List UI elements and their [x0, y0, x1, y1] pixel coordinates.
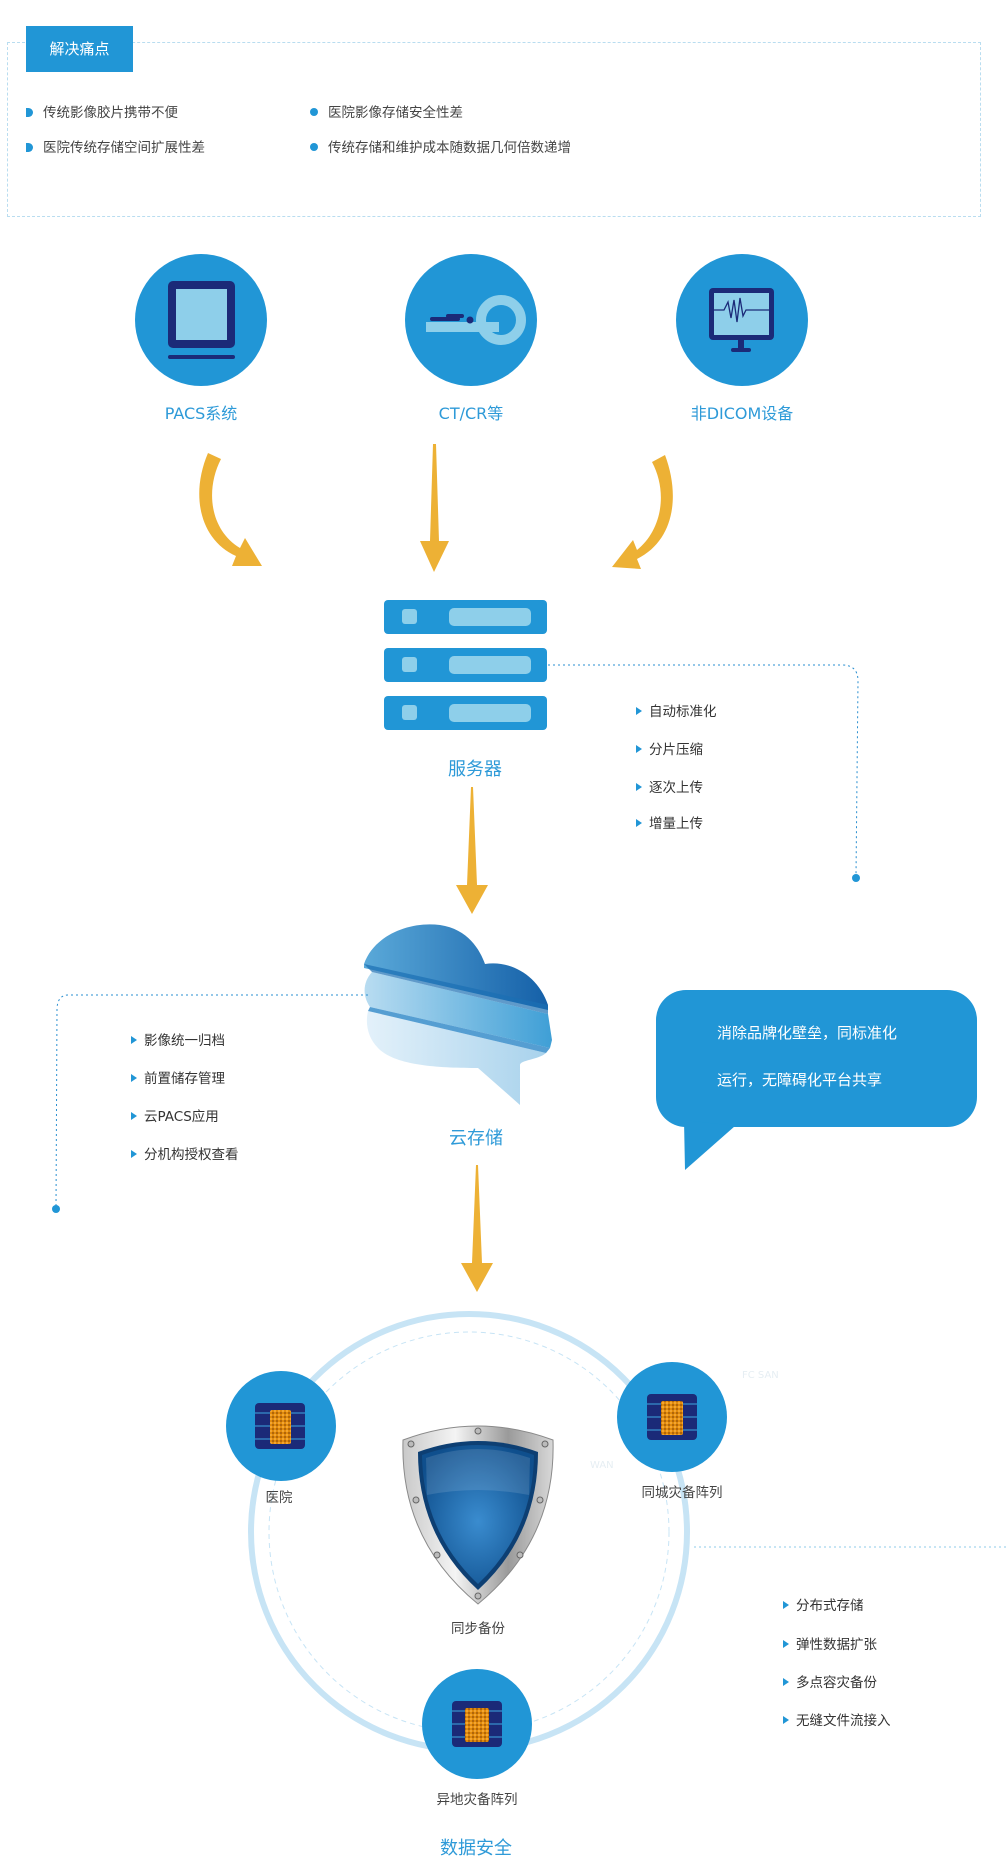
feature-text: 多点容灾备份	[796, 1675, 877, 1691]
feature-text: 逐次上传	[649, 780, 703, 796]
wan-link-label: WAN	[590, 1460, 614, 1471]
triangle-bullet-icon	[783, 1640, 789, 1648]
same-city-backup-label: 同城灾备阵列	[641, 1485, 723, 1501]
ct-scanner-icon	[426, 295, 526, 345]
bullet-icon	[310, 108, 318, 116]
cloud-feature-item: 影像统一归档	[131, 1033, 225, 1049]
triangle-bullet-icon	[131, 1036, 137, 1044]
server-label: 服务器	[448, 759, 502, 780]
storage-chip-icon	[255, 1403, 305, 1449]
bullet-icon	[26, 107, 33, 117]
curved-arrow-right	[612, 455, 673, 569]
storage-chip-icon	[452, 1701, 502, 1747]
cloud-feature-item: 前置储存管理	[131, 1071, 225, 1087]
speech-bubble	[656, 990, 977, 1170]
hospital-label: 医院	[265, 1490, 293, 1506]
cloud-connector	[52, 994, 368, 1213]
server-connector	[548, 664, 860, 882]
pain-point-text: 医院影像存储安全性差	[328, 105, 463, 121]
feature-text: 增量上传	[649, 816, 703, 832]
triangle-bullet-icon	[636, 819, 642, 827]
security-feature-item: 弹性数据扩张	[783, 1637, 877, 1653]
triangle-bullet-icon	[783, 1716, 789, 1724]
ct-node	[405, 254, 537, 386]
bubble-text-line: 运行，无障碍化平台共享	[717, 1071, 883, 1089]
remote-backup-node	[422, 1669, 532, 1779]
feature-text: 自动标准化	[649, 704, 717, 720]
monitor-icon	[168, 281, 235, 359]
connector-dot	[852, 874, 860, 882]
curved-arrow-left	[199, 453, 262, 566]
server-feature-item: 自动标准化	[636, 704, 717, 720]
feature-text: 分片压缩	[649, 742, 703, 758]
non-dicom-label: 非DICOM设备	[690, 404, 794, 423]
feature-text: 分布式存储	[796, 1598, 864, 1614]
security-feature-item: 无缝文件流接入	[783, 1713, 891, 1729]
triangle-bullet-icon	[783, 1678, 789, 1686]
pain-points-tag: 解决痛点	[26, 26, 133, 72]
cloud-feature-item: 云PACS应用	[131, 1109, 219, 1125]
cloud-storage-icon	[364, 924, 552, 1105]
feature-text: 分机构授权查看	[144, 1147, 239, 1163]
pain-point-text: 医院传统存储空间扩展性差	[43, 140, 205, 156]
bubble-text-line: 消除品牌化壁垒，同标准化	[717, 1024, 898, 1042]
feature-text: 弹性数据扩张	[796, 1637, 877, 1653]
pain-point-item: 医院传统存储空间扩展性差	[26, 140, 205, 156]
hospital-node	[226, 1371, 336, 1481]
arrow-cloud-to-security	[461, 1165, 493, 1292]
server-feature-item: 逐次上传	[636, 780, 703, 796]
feature-text: 无缝文件流接入	[796, 1713, 891, 1729]
pain-point-text: 传统影像胶片携带不便	[43, 105, 178, 121]
security-feature-item: 多点容灾备份	[783, 1675, 877, 1691]
fc-san-link-label: FC SAN	[742, 1370, 779, 1381]
triangle-bullet-icon	[636, 707, 642, 715]
triangle-bullet-icon	[131, 1112, 137, 1120]
pain-points-frame	[7, 42, 981, 217]
shield-icon	[402, 1425, 554, 1605]
triangle-bullet-icon	[131, 1074, 137, 1082]
pain-point-item: 传统存储和维护成本随数据几何倍数递增	[310, 140, 571, 156]
pain-point-text: 传统存储和维护成本随数据几何倍数递增	[328, 140, 571, 156]
feature-text: 云PACS应用	[144, 1109, 219, 1125]
cloud-label: 云存储	[449, 1128, 503, 1149]
triangle-bullet-icon	[783, 1601, 789, 1609]
bullet-icon	[310, 143, 318, 151]
security-feature-item: 分布式存储	[783, 1598, 864, 1614]
connector-dot	[52, 1205, 60, 1213]
ct-label: CT/CR等	[438, 404, 504, 423]
remote-backup-label: 异地灾备阵列	[436, 1792, 518, 1808]
same-city-backup-node	[617, 1362, 727, 1472]
triangle-bullet-icon	[636, 745, 642, 753]
pacs-label: PACS系统	[164, 404, 238, 423]
server-feature-item: 分片压缩	[636, 742, 703, 758]
server-icon	[384, 600, 547, 730]
triangle-bullet-icon	[131, 1150, 137, 1158]
feature-text: 前置储存管理	[144, 1071, 225, 1087]
server-feature-item: 增量上传	[636, 816, 703, 832]
bullet-icon	[26, 142, 33, 152]
pacs-node	[135, 254, 267, 386]
pain-point-item: 医院影像存储安全性差	[310, 105, 463, 121]
cloud-feature-item: 分机构授权查看	[131, 1147, 239, 1163]
non-dicom-node	[676, 254, 808, 386]
security-title: 数据安全	[440, 1838, 512, 1859]
pain-point-item: 传统影像胶片携带不便	[26, 105, 178, 121]
feature-text: 影像统一归档	[144, 1033, 225, 1049]
storage-chip-icon	[647, 1394, 697, 1440]
arrow-server-to-cloud	[456, 787, 488, 914]
sync-backup-label: 同步备份	[451, 1621, 505, 1637]
arrows-to-server	[199, 444, 673, 572]
ecg-monitor-icon	[709, 288, 774, 352]
straight-arrow-center	[420, 444, 449, 572]
triangle-bullet-icon	[636, 783, 642, 791]
